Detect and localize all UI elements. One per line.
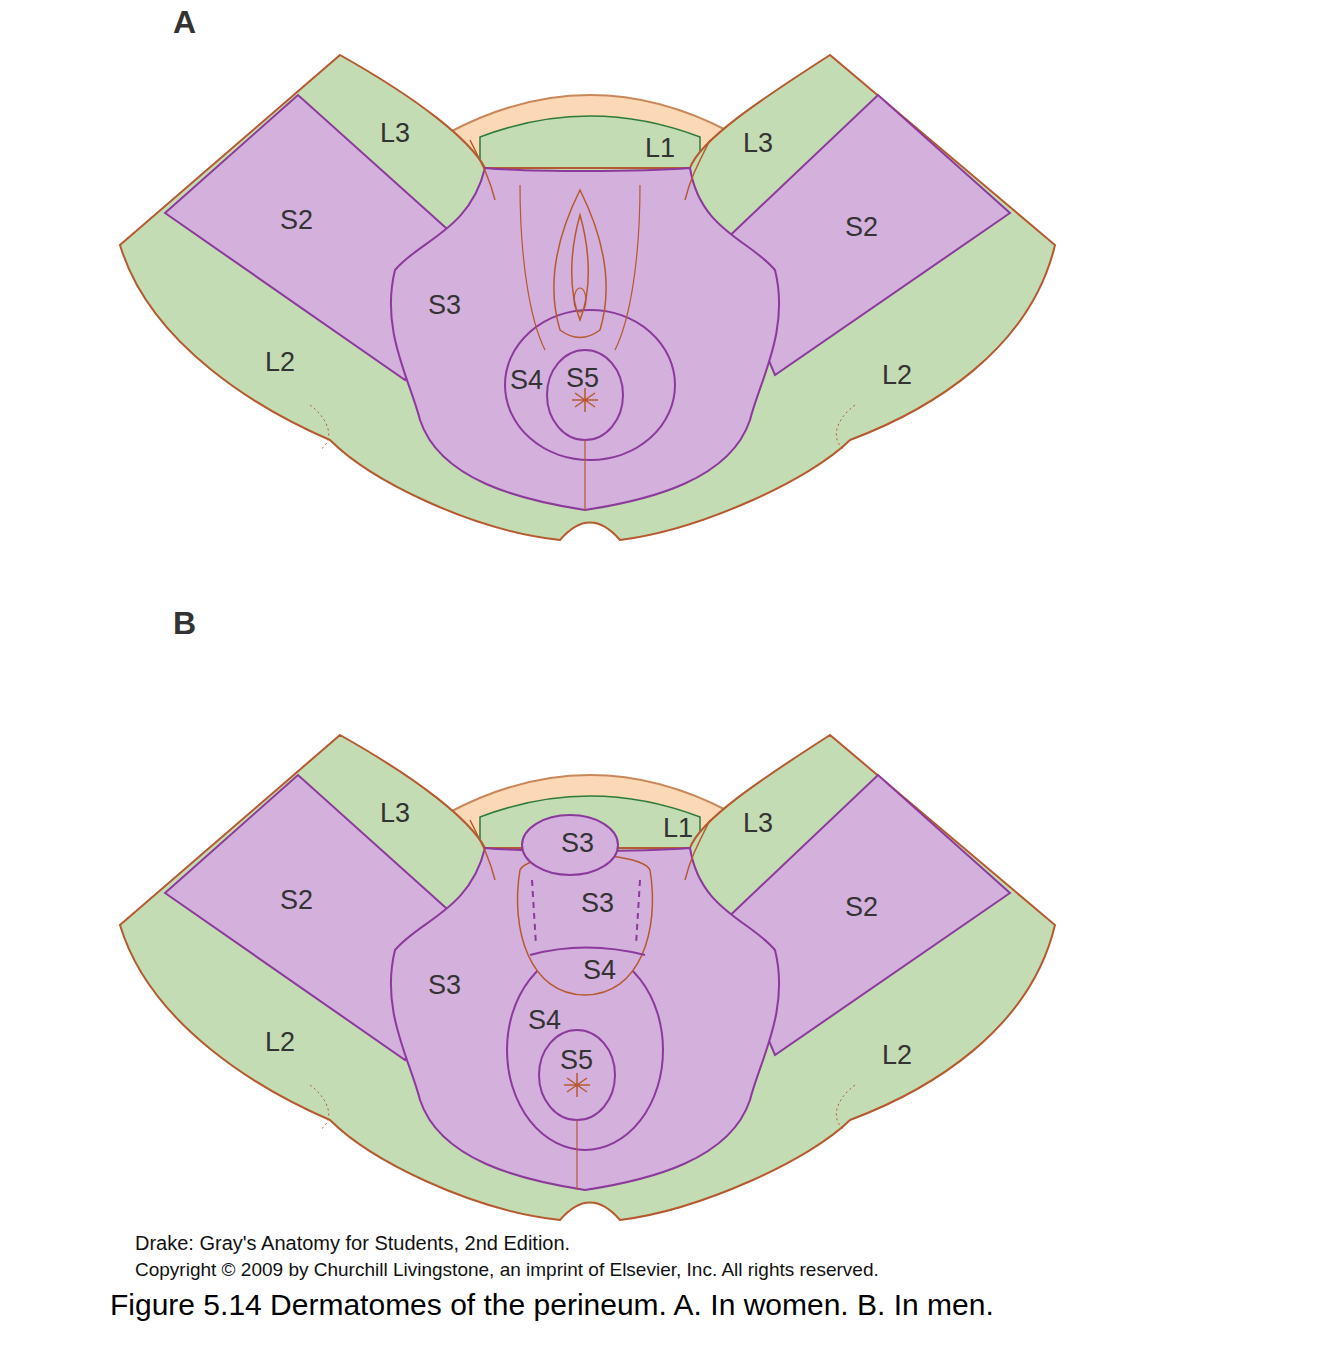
dermatome-label: S4 [528, 1007, 561, 1034]
panel-letter: A [173, 6, 196, 38]
dermatome-label: S2 [845, 214, 878, 241]
dermatome-label: L1 [663, 815, 693, 842]
dermatome-label: S5 [560, 1047, 593, 1074]
dermatome-label: S3 [581, 890, 614, 917]
dermatome-label: S2 [845, 894, 878, 921]
dermatome-label: S4 [510, 367, 543, 394]
dermatome-label: L2 [265, 1029, 295, 1056]
dermatome-label: L3 [743, 810, 773, 837]
dermatome-label: S5 [566, 365, 599, 392]
panel-letter: B [173, 607, 196, 639]
dermatome-label: S2 [280, 207, 313, 234]
dermatome-label: L2 [265, 349, 295, 376]
dermatome-label: S3 [561, 830, 594, 857]
dermatome-label: L3 [743, 130, 773, 157]
male-perineum [120, 735, 1055, 1220]
dermatome-label: L2 [882, 362, 912, 389]
figure-caption: Figure 5.14 Dermatomes of the perineum. … [110, 1290, 994, 1320]
dermatome-label: S3 [428, 292, 461, 319]
dermatome-label: L3 [380, 800, 410, 827]
dermatome-label: L1 [645, 135, 675, 162]
credit-line: Copyright © 2009 by Churchill Livingston… [135, 1260, 879, 1279]
dermatome-label: S4 [583, 957, 616, 984]
female-perineum [120, 55, 1055, 540]
dermatome-label: L2 [882, 1042, 912, 1069]
dermatome-label: L3 [380, 120, 410, 147]
dermatome-label: S3 [428, 972, 461, 999]
dermatome-label: S2 [280, 887, 313, 914]
credit-line: Drake: Gray's Anatomy for Students, 2nd … [135, 1233, 570, 1253]
